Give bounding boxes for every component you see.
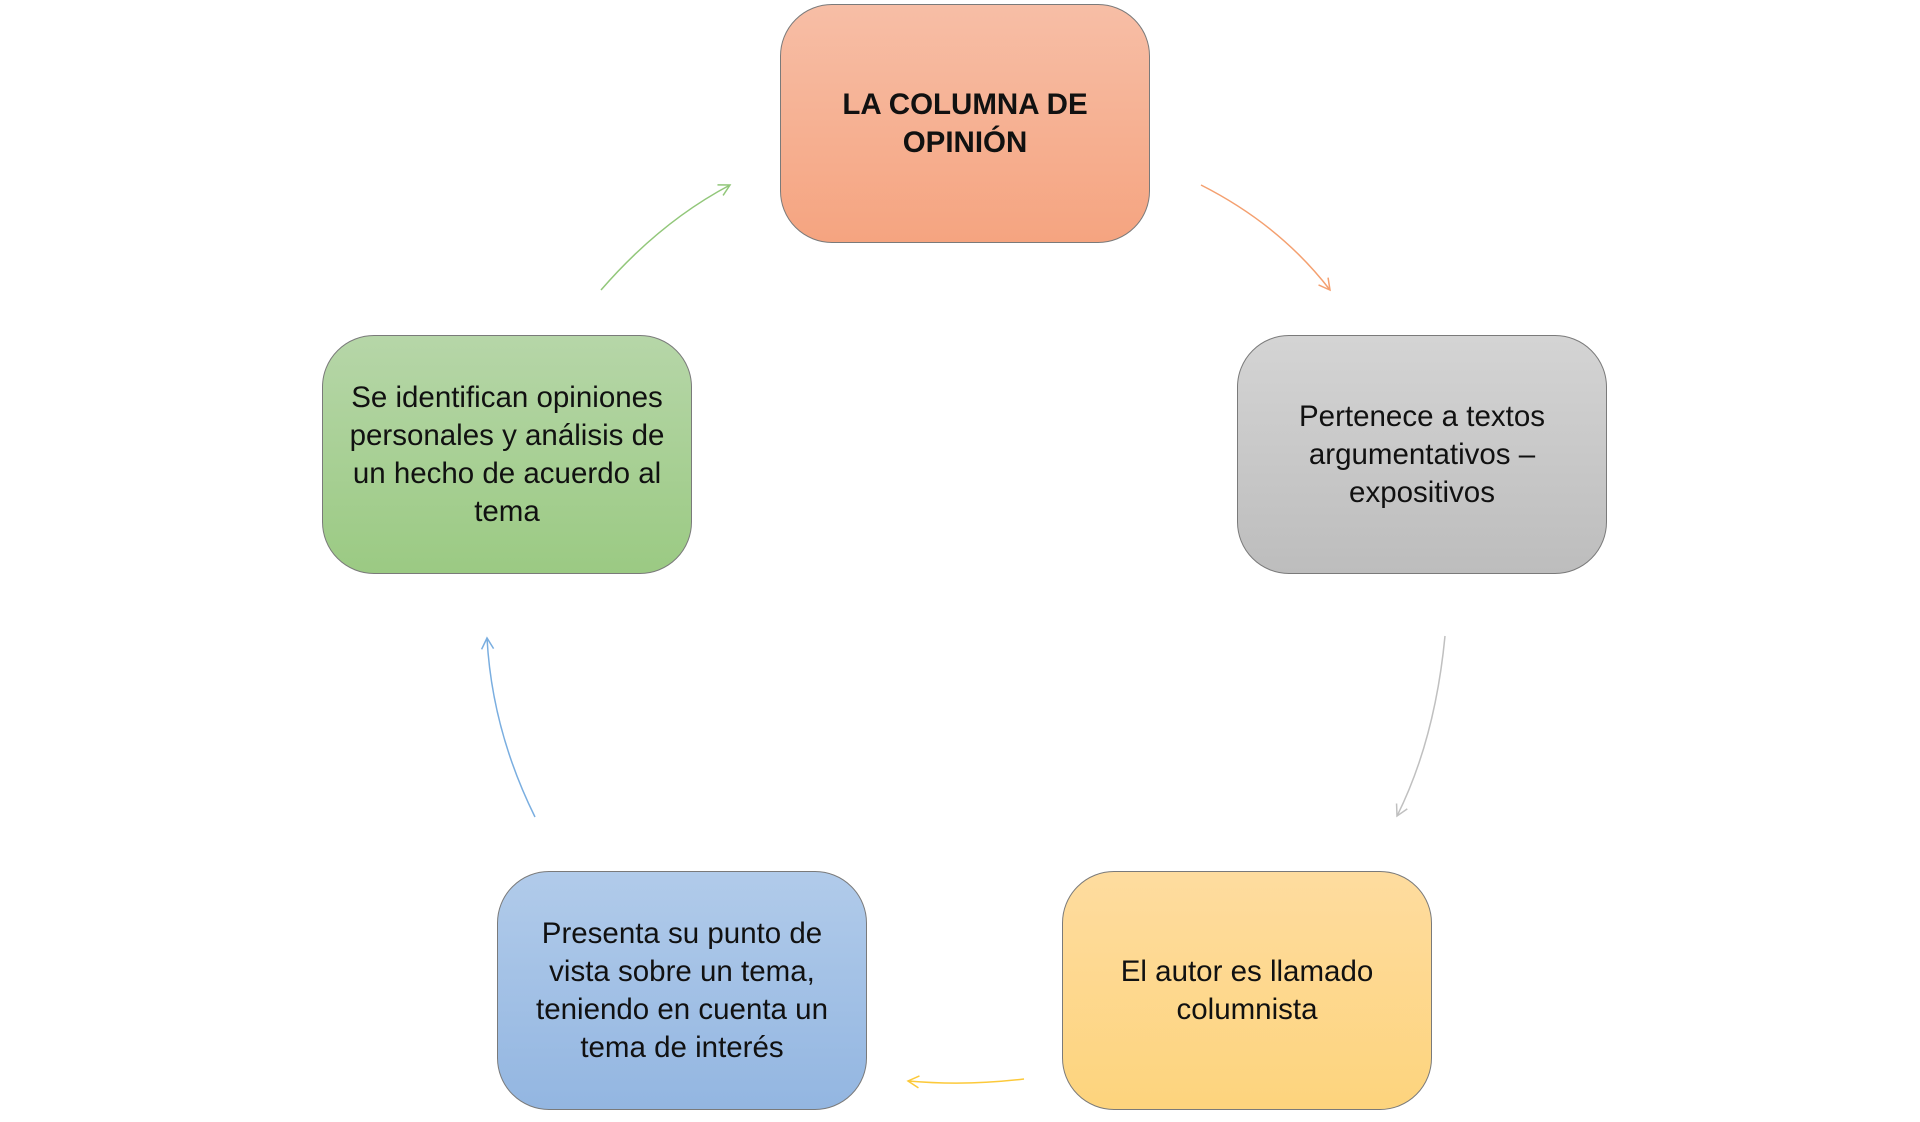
node-title: LA COLUMNA DE OPINIÓN	[780, 4, 1150, 243]
node-text-type: Pertenece a textos argumentativos – expo…	[1237, 335, 1607, 574]
node-text-type-label: Pertenece a textos argumentativos – expo…	[1299, 399, 1545, 509]
arrow-4-to-0	[600, 184, 732, 291]
node-opinions: Se identifican opiniones personales y an…	[322, 335, 692, 574]
node-author-label: El autor es llamado columnista	[1120, 954, 1374, 1026]
arrow-2-to-3	[906, 1075, 1025, 1089]
node-opinions-label: Se identifican opiniones personales y an…	[349, 380, 665, 528]
node-author: El autor es llamado columnista	[1062, 871, 1432, 1110]
node-title-label: LA COLUMNA DE OPINIÓN	[842, 87, 1088, 159]
arrow-3-to-4	[480, 636, 536, 818]
arrow-1-to-2	[1395, 635, 1446, 818]
node-point-of-view: Presenta su punto de vista sobre un tema…	[497, 871, 867, 1110]
node-point-of-view-label: Presenta su punto de vista sobre un tema…	[536, 916, 828, 1064]
arrow-0-to-1	[1200, 184, 1331, 292]
